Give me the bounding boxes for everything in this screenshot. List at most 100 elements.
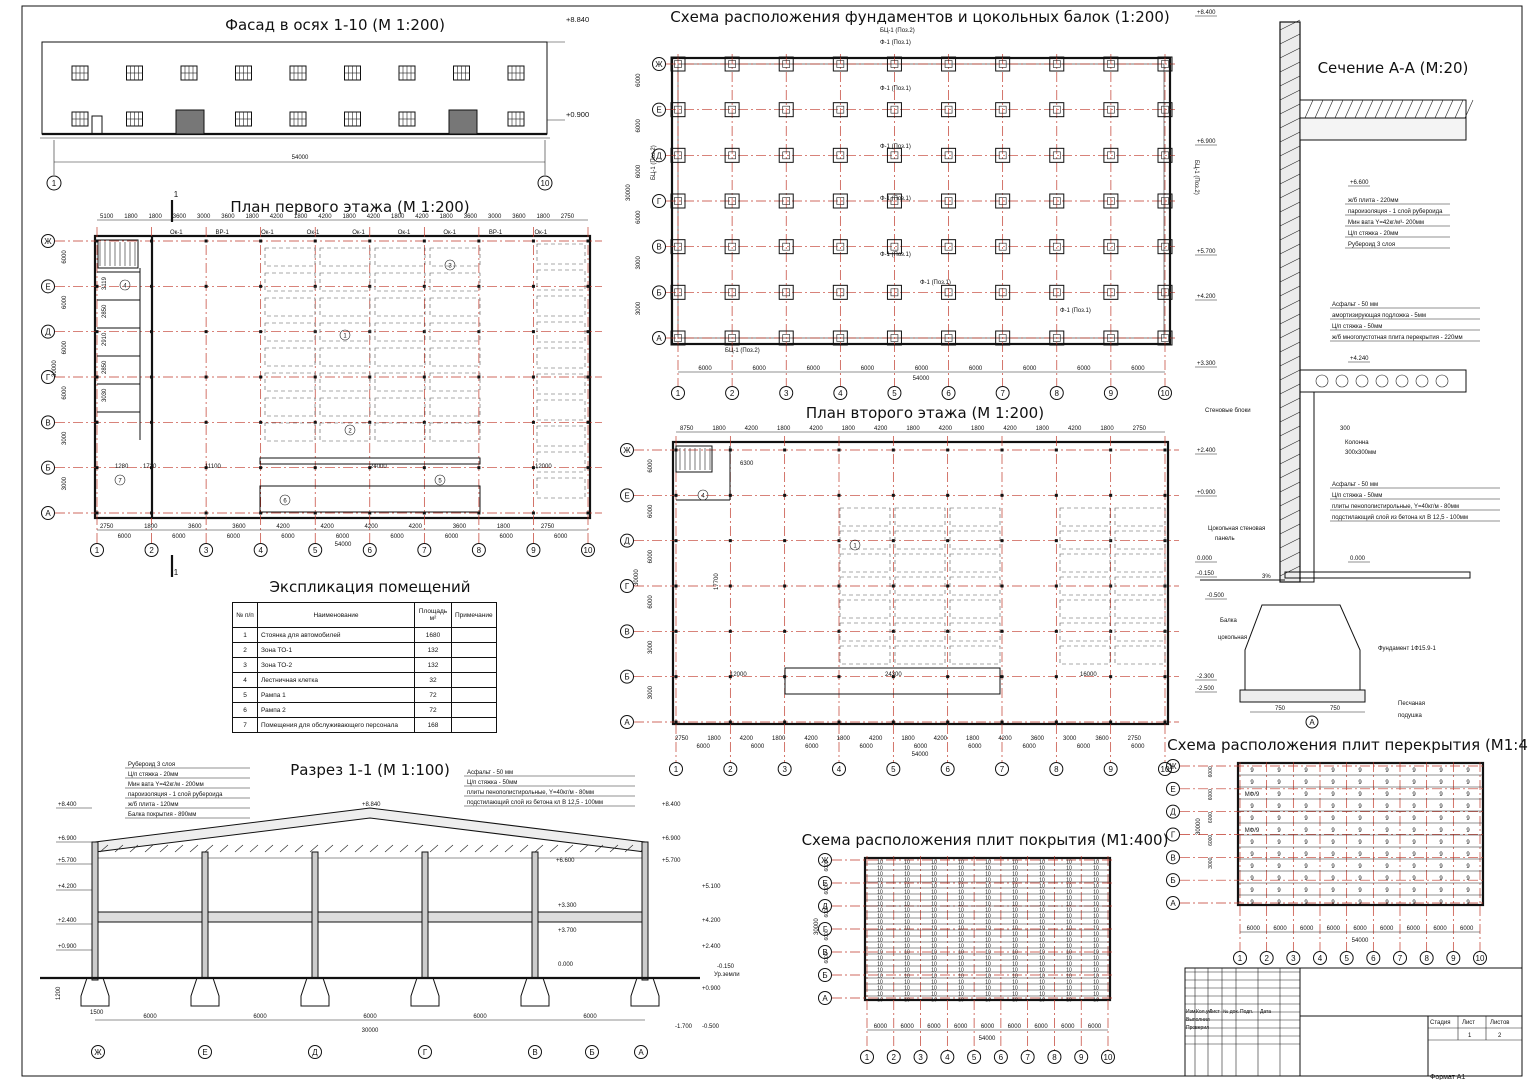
dim-text: 6000 [807,366,821,372]
dim-total: 30000 [634,569,640,586]
plan1-section-mark-top: 1 [174,190,179,199]
roof-slab-mark: 10 [1039,998,1045,1004]
dim-text: 6000 [1247,926,1261,932]
foundation-pad [778,193,794,209]
parking-bay [429,372,481,392]
roof-slab-mark: 10 [1066,998,1072,1004]
dim-text: 4200 [1068,426,1082,432]
roof-slab-mark: 10 [1066,860,1072,866]
slab-void [1375,374,1389,388]
dim-text: 6000 [1061,1024,1075,1030]
floor-slab-mark: 9 [1250,780,1254,786]
window-mark: Ок-1 [398,230,411,236]
roof-slab-mark: 10 [1066,902,1072,908]
axis-label-letter: А [656,334,662,343]
elevation-mark: +8.840 [362,802,381,808]
s11-footing [630,977,660,1007]
dim-text: 6000 [1034,1024,1048,1030]
axis-bubble-letter [652,285,666,300]
roof-slab-mark: 10 [877,986,883,992]
roof-slab-mark: 10 [1012,974,1018,980]
roof-slab-mark: 10 [904,950,910,956]
section-aa-title: Сечение А-А (М:20) [1318,59,1469,77]
parking-bay [536,399,586,421]
foundation-pad [1103,239,1119,255]
floor-slab-mark: 9 [1358,840,1362,846]
ground-layer: подстилающий слой из бетона кл В 12,5 - … [1332,514,1468,521]
dim-text: 24300 [885,672,902,678]
roof-slab-mark: 10 [985,980,991,986]
window-mark: Ок-1 [352,230,365,236]
axis-label-num: 3 [782,765,787,774]
axis-bubble-num [1233,951,1247,965]
roof-slab-mark: 10 [1039,902,1045,908]
roof-slab-mark: 10 [904,998,910,1004]
elevation-mark: 0.000 [558,962,574,968]
elevation-mark: +8.400 [1197,10,1216,16]
floor-slab-mark: 9 [1466,804,1470,810]
foundation-pad [1103,56,1119,72]
dim-text: 6000 [981,1024,995,1030]
dim-total: 54000 [979,1036,996,1042]
floor-slab-mark: 9 [1358,816,1362,822]
dim-text: 6000 [336,534,350,540]
dim-text: 6000 [648,595,654,609]
axis-label-num: 5 [892,389,897,398]
roof-slab-mark: 10 [985,926,991,932]
parking-bay [894,645,946,665]
floor-slab-mark: 9 [1304,840,1308,846]
roof-slab-mark: 10 [1012,986,1018,992]
dim-text: 6000 [1380,926,1394,932]
parking-bay [374,272,426,292]
parking-bay [319,322,371,342]
parking-bay [1114,530,1166,550]
axis-bubble-num [1446,951,1461,965]
roof-slab-mark: 10 [1012,992,1018,998]
axis-bubble-num [1158,386,1172,400]
aa-wall-blocks [1279,21,1301,583]
elevation-mark: +2.400 [58,918,77,924]
dim-text: 6000 [900,1024,914,1030]
axis-bubble-num [860,1050,874,1064]
foundation-pad [724,56,740,72]
roof-slab-mark: 10 [904,920,910,926]
floor-slab-mark: 9 [1385,852,1389,858]
stamp-format: Формат А1 [1430,1074,1465,1080]
elevation-mark: +0.900 [1197,490,1216,496]
floor-slab-mark: 9 [1385,780,1389,786]
parking-bay [374,422,426,442]
roof-slab-mark: 10 [1039,890,1045,896]
axis-bubble-letter [1166,896,1180,910]
dim-text: 1800 [966,736,980,742]
axis-bubble-num [90,543,104,557]
room-number: 5 [438,479,442,485]
foundation-pad [1103,284,1119,300]
roof-slab-mark: 10 [985,944,991,950]
facade-window [507,65,525,81]
floor-slab-mark: 9 [1277,792,1281,798]
roof-layer: Мин вата Y=42кг/м - 200мм [128,782,204,788]
roof-slab-scheme: Схема расположения плит покрытия (М1:400… [802,831,1168,1064]
expl-head-no: № п/п [232,602,258,628]
parking-bay [374,347,426,367]
roof-slab-mark: 10 [931,902,937,908]
axis-bubble-num [1286,951,1301,965]
parking-bay [374,297,426,317]
axis-label-num: 7 [1025,1053,1030,1062]
dim-text: 6000 [583,1014,597,1020]
expl-cell-note [451,702,497,718]
dim-text: 6000 [1088,1024,1102,1030]
foundation-label: БЦ-1 (Поз.2) [880,28,915,34]
floor-slab-mark: 9 [1331,804,1335,810]
roof-slab-mark: 10 [958,872,964,878]
aa-roof-slab [1299,117,1467,141]
floor-slab-mark: 9 [1331,828,1335,834]
elevation-mark: -0.500 [702,1024,720,1030]
floor-slab-mark: 9 [1250,768,1254,774]
axis-bubble-letter [620,669,634,684]
axis-bubble-num [308,543,323,557]
dim-text: 2850 [102,360,108,374]
